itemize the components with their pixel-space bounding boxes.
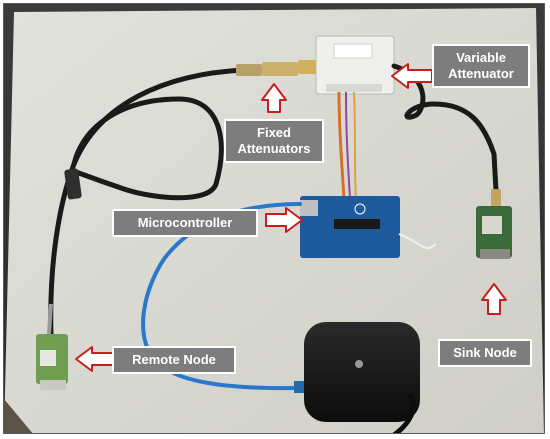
- fixed-attenuator-1: [236, 64, 262, 76]
- floor: [4, 399, 33, 433]
- ferrite-bead: [64, 168, 82, 200]
- label-fixed-attenuators: Fixed Attenuators: [224, 119, 324, 163]
- sink-node-module: [482, 216, 502, 234]
- fixed-attenuator-2: [262, 62, 298, 76]
- arrow-fixed-attenuators: [261, 83, 287, 113]
- arrow-sink-node: [481, 283, 507, 315]
- coax-cable-right: [391, 63, 500, 212]
- ribbon-wires-3: [353, 91, 357, 200]
- label-microcontroller: Microcontroller: [112, 209, 258, 237]
- fixed-attenuator-3: [298, 60, 320, 74]
- hub-cable: [392, 392, 416, 433]
- arrow-microcontroller: [265, 207, 303, 233]
- sink-node-base: [480, 249, 510, 259]
- cable-to-remote: [47, 303, 53, 335]
- attenuator-connector-row: [326, 84, 382, 92]
- label-remote-node: Remote Node: [112, 346, 236, 374]
- sma-connector-right: [491, 189, 501, 209]
- ribbon-wires: [337, 91, 346, 200]
- arduino-logo: [354, 203, 366, 215]
- label-sink-node: Sink Node: [438, 339, 532, 367]
- photo-frame: Fixed Attenuators Variable Attenuator Mi…: [3, 3, 545, 434]
- label-variable-attenuator: Variable Attenuator: [432, 44, 530, 88]
- remote-node-screen: [40, 350, 56, 366]
- usb-hub: [304, 322, 420, 422]
- arduino-chip: [334, 219, 380, 229]
- ribbon-wires-2: [345, 91, 351, 200]
- coax-cable-loop: [71, 96, 224, 201]
- arduino-usb-port: [300, 200, 318, 216]
- attenuator-sticker: [333, 43, 373, 59]
- remote-node-base: [40, 380, 66, 390]
- hub-logo: [355, 360, 363, 368]
- jumper-wire: [398, 233, 437, 250]
